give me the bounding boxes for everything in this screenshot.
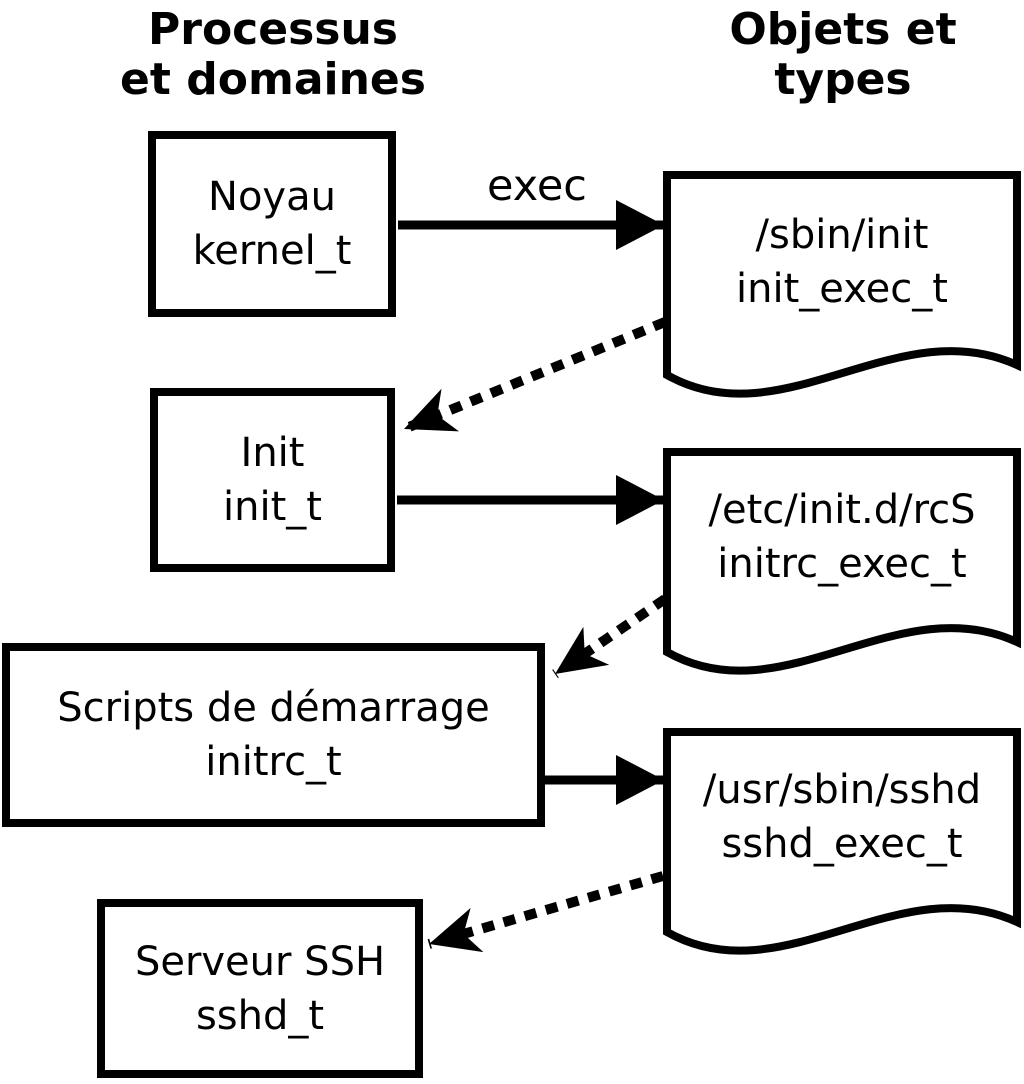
process-box-init: Init init_t (150, 388, 395, 572)
process-box-kernel: Noyau kernel_t (148, 131, 396, 317)
object-doc-label-initrc-exec: /etc/init.d/rcS initrc_exec_t (667, 483, 1017, 591)
header-line: et domaines (120, 54, 426, 105)
process-name: Serveur SSH (134, 938, 386, 985)
process-name: Scripts de démarrage (57, 685, 490, 731)
process-name: Noyau (208, 174, 336, 220)
object-type: sshd_exec_t (721, 821, 963, 867)
object-type: initrc_exec_t (717, 541, 967, 587)
column-header-objects: Objets et types (593, 5, 1024, 105)
process-domain-type: init_t (223, 484, 322, 530)
object-type: init_exec_t (736, 266, 948, 312)
process-domain-type: sshd_t (195, 992, 325, 1039)
arrow-transition-to-init-t (402, 317, 667, 434)
object-path: /usr/sbin/sshd (702, 767, 982, 813)
column-header-processes: Processus et domaines (23, 5, 523, 105)
document-shape-initrc-exec (663, 448, 1021, 675)
object-doc-label-sshd-exec: /usr/sbin/sshd sshd_exec_t (667, 763, 1017, 871)
header-line: Processus (148, 4, 398, 55)
process-domain-type: kernel_t (192, 228, 352, 274)
object-path: /etc/init.d/rcS (708, 487, 976, 533)
process-box-sshd: Serveur SSH sshd_t (97, 899, 423, 1078)
header-line: Objets et (729, 4, 957, 55)
process-domain-type: initrc_t (205, 739, 342, 785)
header-line: types (774, 54, 912, 105)
object-doc-label-init-exec: /sbin/init init_exec_t (667, 208, 1017, 316)
arrow-transition-to-initrc-t (552, 594, 668, 679)
object-path: /sbin/init (755, 212, 929, 258)
process-box-initrc: Scripts de démarrage initrc_t (2, 643, 545, 827)
document-shape-sshd-exec (663, 728, 1021, 955)
document-shape-init-exec (663, 171, 1021, 398)
exec-arrow-label: exec (487, 161, 587, 211)
arrow-transition-to-sshd-t (427, 871, 665, 953)
process-name: Init (240, 430, 305, 476)
